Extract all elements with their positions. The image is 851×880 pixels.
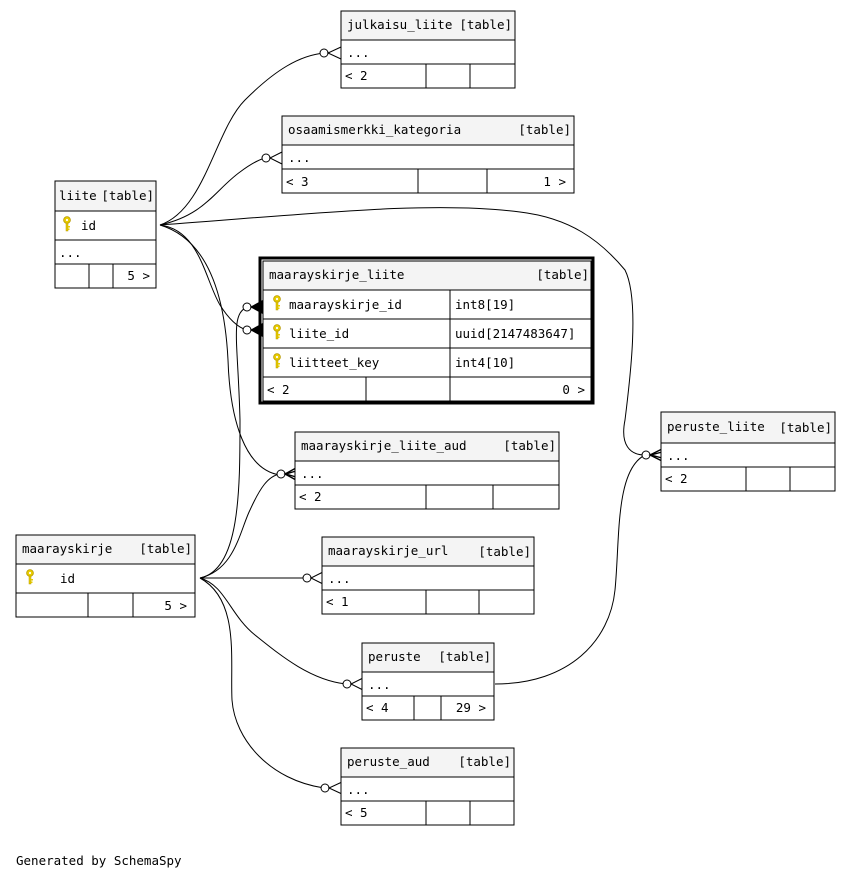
table-name: julkaisu_liite bbox=[347, 17, 452, 32]
table-count-left: < 4 bbox=[366, 700, 389, 715]
marker-julkaisu-liite bbox=[319, 46, 342, 60]
table-count-left: < 3 bbox=[286, 174, 309, 189]
table-count-right: 5 > bbox=[164, 598, 187, 613]
table-name: liite bbox=[59, 188, 97, 203]
table-row: ... bbox=[301, 466, 324, 481]
column-type: uuid[2147483647] bbox=[455, 326, 575, 341]
column-type: int4[10] bbox=[455, 355, 515, 370]
edge-maarayskirje-peruste bbox=[199, 577, 347, 685]
table-count-right: 5 > bbox=[127, 268, 150, 283]
table-row: ... bbox=[347, 45, 370, 60]
edge-liite-osaamismerkki-kategoria bbox=[159, 157, 268, 226]
table-julkaisu-liite[interactable]: julkaisu_liite [table] ... < 2 bbox=[340, 10, 516, 89]
footer-credit: Generated by SchemaSpy bbox=[16, 853, 182, 868]
table-type: [table] bbox=[536, 267, 589, 282]
table-liite[interactable]: liite [table] id ... 5 > bbox=[54, 180, 157, 289]
table-name: maarayskirje_liite bbox=[269, 267, 404, 282]
table-name: peruste bbox=[368, 649, 421, 664]
table-type: [table] bbox=[139, 541, 192, 556]
table-osaamismerkki-kategoria[interactable]: osaamismerkki_kategoria [table] ... < 3 … bbox=[281, 115, 575, 194]
table-type: [table] bbox=[779, 420, 832, 435]
table-type: [table] bbox=[101, 188, 154, 203]
table-type: [table] bbox=[459, 17, 512, 32]
column-name: maarayskirje_id bbox=[289, 297, 402, 312]
table-name: osaamismerkki_kategoria bbox=[288, 122, 461, 137]
edge-liite-maarayskirje-liite-aud bbox=[159, 224, 281, 476]
edge-maarayskirje-maarayskirje-liite bbox=[199, 306, 248, 579]
table-maarayskirje-liite[interactable]: maarayskirje_liite [table] maarayskirje_… bbox=[258, 256, 595, 405]
table-row: ... bbox=[59, 245, 82, 260]
table-maarayskirje[interactable]: maarayskirje [table] id 5 > bbox=[15, 534, 196, 618]
table-type: [table] bbox=[458, 754, 511, 769]
table-row: ... bbox=[288, 150, 311, 165]
column-name: id bbox=[81, 218, 96, 233]
table-count-left: < 2 bbox=[345, 68, 368, 83]
edge-peruste-peruste-liite bbox=[494, 454, 646, 685]
edges bbox=[159, 52, 646, 789]
edge-maarayskirje-maarayskirje-liite-aud bbox=[199, 473, 281, 579]
edge-liite-maarayskirje-liite bbox=[159, 224, 248, 331]
table-name: peruste_aud bbox=[347, 754, 430, 769]
column-name: id bbox=[60, 571, 75, 586]
marker-maarayskirje-url bbox=[302, 571, 324, 585]
table-row: ... bbox=[368, 677, 391, 692]
table-count-left: < 1 bbox=[326, 594, 349, 609]
marker-peruste-aud bbox=[320, 781, 343, 795]
table-name: maarayskirje_url bbox=[328, 543, 448, 558]
table-row: ... bbox=[667, 448, 690, 463]
table-count-left: < 2 bbox=[299, 489, 322, 504]
column-name: liitteet_key bbox=[289, 355, 380, 370]
marker-osaamismerkki-kategoria bbox=[261, 151, 283, 165]
table-row: ... bbox=[328, 571, 351, 586]
table-maarayskirje-liite-aud[interactable]: maarayskirje_liite_aud [table] ... < 2 bbox=[294, 431, 560, 510]
table-count-left: < 2 bbox=[267, 382, 290, 397]
table-name: maarayskirje bbox=[22, 541, 112, 556]
table-row: ... bbox=[347, 782, 370, 797]
table-type: [table] bbox=[518, 122, 571, 137]
table-type: [table] bbox=[478, 544, 531, 559]
column-name: liite_id bbox=[289, 326, 349, 341]
edge-maarayskirje-peruste-aud bbox=[199, 577, 325, 789]
table-maarayskirje-url[interactable]: maarayskirje_url [table] ... < 1 bbox=[321, 536, 535, 615]
marker-peruste bbox=[342, 677, 364, 691]
edge-liite-peruste-liite bbox=[159, 207, 646, 456]
edge-liite-julkaisu-liite bbox=[159, 52, 326, 226]
table-count-right: 29 > bbox=[456, 700, 486, 715]
table-peruste-aud[interactable]: peruste_aud [table] ... < 5 bbox=[340, 747, 515, 826]
table-count-left: < 5 bbox=[345, 805, 368, 820]
table-count-right: 0 > bbox=[562, 382, 585, 397]
marker-maarayskirje-liite-aud bbox=[276, 467, 297, 481]
table-count-right: 1 > bbox=[543, 174, 566, 189]
table-name: peruste_liite bbox=[667, 419, 765, 434]
marker-peruste-liite bbox=[641, 448, 663, 462]
table-count-left: < 2 bbox=[665, 471, 688, 486]
table-peruste-liite[interactable]: peruste_liite [table] ... < 2 bbox=[660, 411, 836, 492]
table-type: [table] bbox=[503, 438, 556, 453]
column-type: int8[19] bbox=[455, 297, 515, 312]
table-name: maarayskirje_liite_aud bbox=[301, 438, 467, 453]
table-peruste[interactable]: peruste [table] ... < 4 29 > bbox=[361, 642, 495, 721]
table-type: [table] bbox=[438, 649, 491, 664]
